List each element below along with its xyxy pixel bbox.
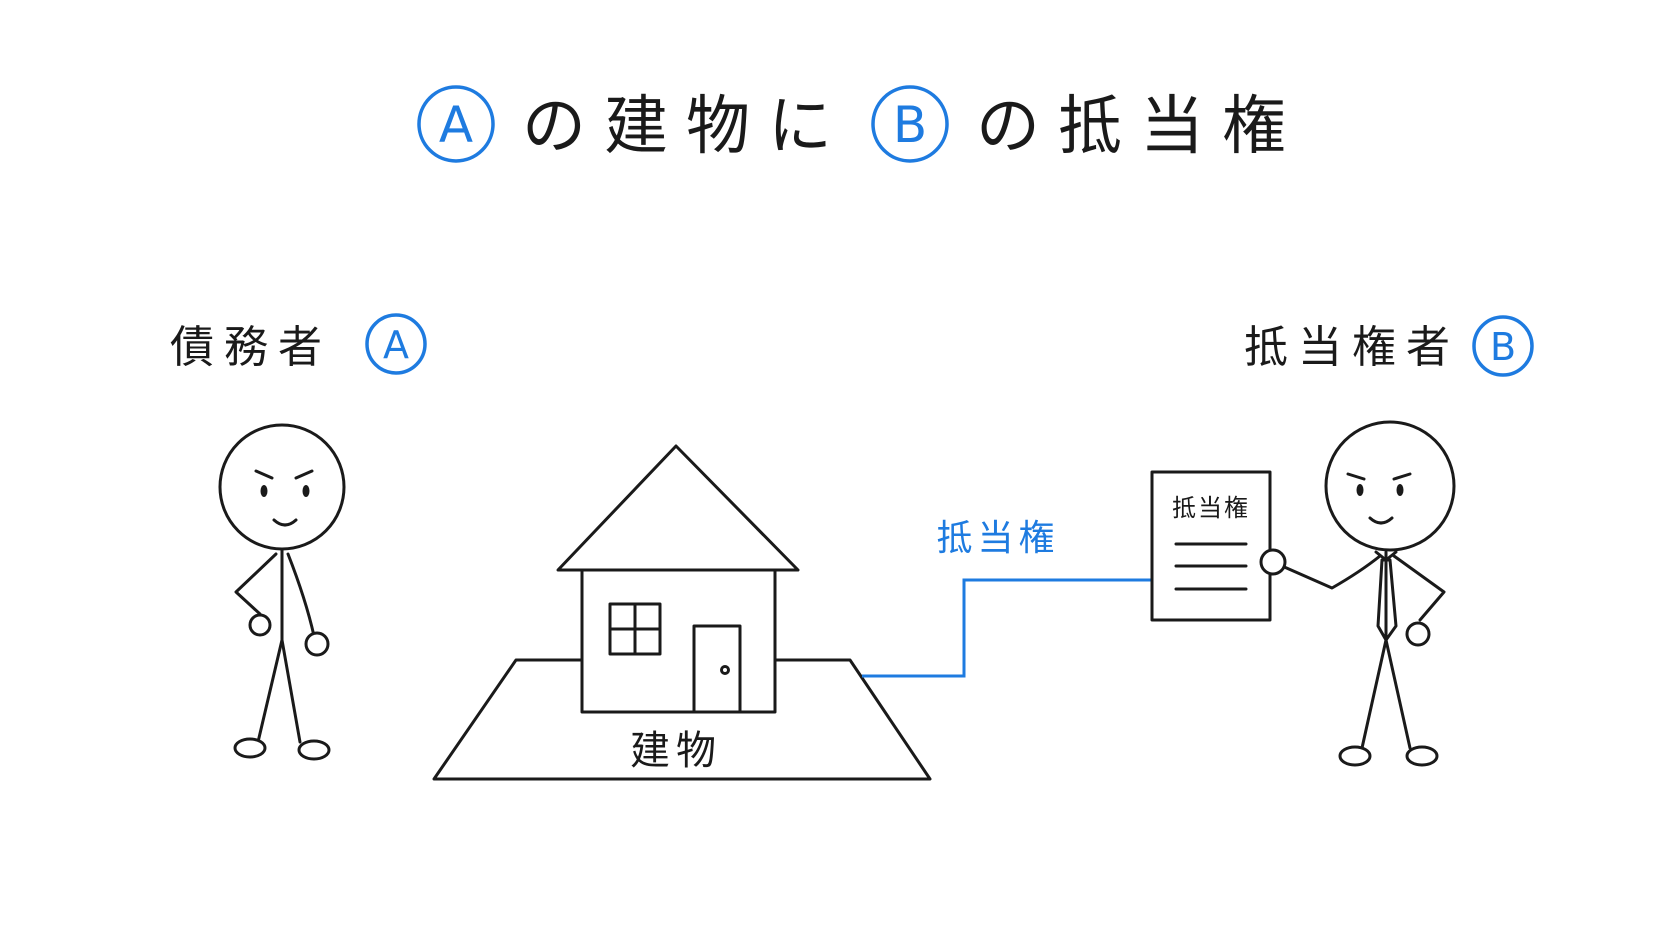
- mortgagee-left-foot: [1338, 745, 1372, 767]
- mortgagee-label-text: 抵当権者: [1244, 322, 1460, 373]
- debtor-letter-circle: [365, 313, 427, 375]
- debtor-head: [218, 423, 346, 551]
- mortgagee-mouth: [1368, 516, 1394, 525]
- title: A の建物に B の抵当権: [417, 85, 1304, 164]
- mortgagee-right-arm: [1280, 554, 1382, 590]
- debtor-left-foot: [233, 737, 267, 759]
- title-letter-a-circle: [417, 85, 495, 163]
- debtor-right-hand: [304, 631, 330, 657]
- debtor-left-hand: [248, 613, 272, 637]
- debtor-label-text: 債務者: [170, 322, 332, 373]
- mortgagee-letter: B: [1490, 325, 1516, 369]
- title-letter-a: A: [439, 96, 473, 154]
- mortgagee-face: [1346, 472, 1412, 525]
- debtor-left-leg: [256, 638, 284, 744]
- debtor-right-leg: [280, 638, 302, 744]
- mortgage-link-line: [862, 578, 1152, 678]
- mortgagee-left-eye: [1356, 484, 1364, 496]
- house-door: [692, 624, 742, 714]
- debtor-letter: A: [383, 323, 409, 367]
- mortgagee-left-eyebrow: [1346, 472, 1366, 481]
- mortgagee-label: 抵当権者 B: [1244, 315, 1534, 377]
- mortgagee-left-leg: [1360, 638, 1388, 750]
- mortgagee-hand-holding: [1259, 548, 1287, 576]
- title-part1: の建物に: [522, 90, 850, 164]
- title-letter-b-circle: [871, 85, 949, 163]
- debtor-right-foot: [297, 739, 331, 761]
- debtor-face: [254, 469, 314, 527]
- mortgagee-left-arm: [1392, 554, 1446, 622]
- mortgage-document: 抵当権: [1150, 470, 1272, 622]
- document-paper: [1150, 470, 1272, 622]
- debtor-mouth: [272, 518, 298, 527]
- mortgagee-right-leg: [1384, 638, 1412, 750]
- mortgagee-right-eye: [1396, 484, 1404, 496]
- document-lines: [1174, 542, 1248, 591]
- debtor-left-eye: [260, 485, 268, 497]
- mortgage-link: 抵当権: [862, 518, 1152, 678]
- house-body: [580, 568, 777, 714]
- mortgagee-right-eyebrow: [1392, 472, 1412, 481]
- building-illustration: 建物: [432, 444, 932, 781]
- mortgagee-figure: [1259, 420, 1456, 767]
- debtor-figure: [218, 423, 346, 761]
- mortgagee-left-hand: [1405, 621, 1431, 647]
- mortgagee-right-foot: [1405, 745, 1439, 767]
- mortgagee-letter-circle: [1472, 315, 1534, 377]
- debtor-label: 債務者 A: [170, 313, 427, 375]
- debtor-right-arm: [286, 552, 316, 638]
- document-title: 抵当権: [1172, 494, 1250, 522]
- house-window-panes: [608, 602, 662, 656]
- building-label: 建物: [630, 728, 722, 774]
- debtor-right-eye: [302, 485, 310, 497]
- house-roof: [556, 444, 800, 572]
- title-part2: の抵当権: [976, 90, 1304, 164]
- house-door-knob: [720, 665, 730, 675]
- debtor-left-eyebrow: [254, 469, 274, 480]
- debtor-left-arm: [234, 552, 278, 616]
- title-letter-b: B: [893, 96, 927, 154]
- mortgagee-head: [1324, 420, 1456, 552]
- debtor-right-eyebrow: [294, 469, 314, 480]
- mortgage-link-label: 抵当権: [936, 518, 1059, 559]
